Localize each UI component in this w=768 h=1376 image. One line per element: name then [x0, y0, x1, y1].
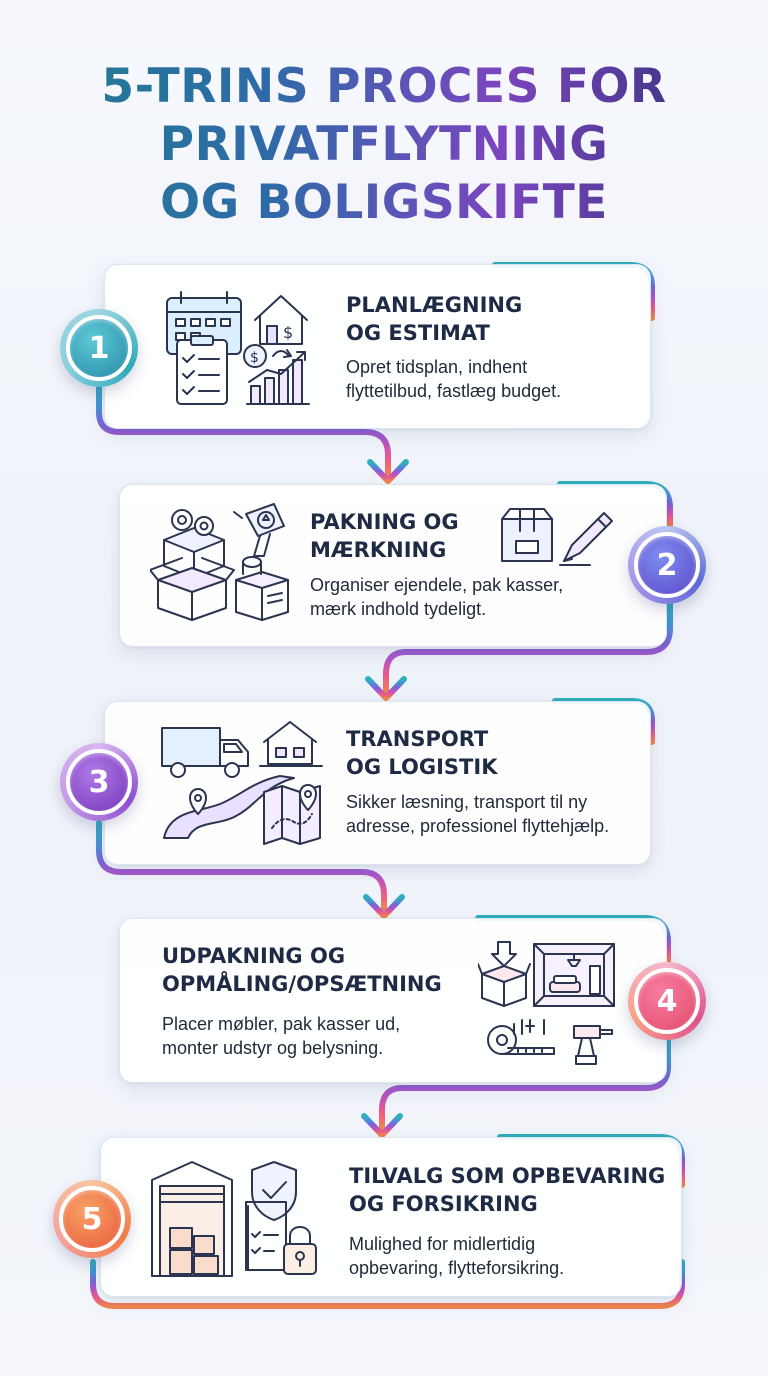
step-2-title-line-2: MÆRKNING: [310, 538, 447, 562]
furnished-room-icon: [533, 943, 615, 1007]
step-3-description: Sikker læsning, transport til ny adresse…: [346, 790, 609, 838]
step-3-desc-line-1: Sikker læsning, transport til ny: [346, 792, 588, 812]
arrow-1-2: [367, 459, 409, 484]
step-3-icons: [161, 721, 323, 845]
truck-icon: [161, 727, 249, 778]
step-2-title-line-1: PAKNING OG: [310, 510, 459, 534]
step-2-title: PAKNING OG MÆRKNING: [310, 508, 459, 564]
card5-bottom: [90, 1259, 685, 1309]
step-4-title: UDPAKNING OG OPMÅLING/OPSÆTNING: [162, 942, 442, 998]
drill-icon: [573, 1025, 613, 1065]
unpack-box-icon: [478, 941, 531, 1007]
checklist-icon: [176, 335, 228, 405]
arrow-2-3: [365, 676, 407, 701]
step-1-description: Opret tidsplan, indhent flyttetilbud, fa…: [346, 355, 561, 403]
step-3-title-line-2: OG LOGISTIK: [346, 755, 498, 779]
step-2-icons-right: [501, 508, 613, 566]
svg-text:$: $: [250, 350, 259, 366]
padlock-icon: [283, 1226, 317, 1275]
step-5-title: TILVALG SOM OPBEVARING OG FORSIKRING: [349, 1162, 665, 1218]
step-5-badge: 5: [53, 1180, 131, 1258]
tape-measure-icon: [487, 1019, 555, 1055]
connector-4-5: [379, 1037, 671, 1131]
step-4-title-line-1: UDPAKNING OG: [162, 944, 346, 968]
labeled-box-icon: [501, 508, 553, 562]
arrow-3-4: [363, 894, 405, 919]
step-4-icons: [478, 941, 615, 1065]
step-4-desc-line-2: monter udstyr og belysning.: [162, 1038, 384, 1058]
road-pin-icon: [163, 775, 295, 839]
step-2-number: 2: [634, 532, 700, 598]
step-4-description: Placer møbler, pak kasser ud, monter uds…: [162, 1012, 400, 1060]
svg-text:$: $: [283, 323, 293, 342]
step-3-number: 3: [66, 749, 132, 815]
step-1-number: 1: [66, 315, 132, 381]
connector-2-3: [383, 601, 673, 696]
growth-chart-icon: [246, 351, 310, 405]
step-2-badge: 2: [628, 526, 706, 604]
step-1-desc-line-2: flyttetilbud, fastlæg budget.: [346, 381, 562, 401]
marker-pen-icon: [559, 512, 613, 566]
stacked-boxes-icon: [150, 509, 235, 621]
step-5-icons: [151, 1161, 317, 1277]
step-3-title-line-1: TRANSPORT: [346, 727, 489, 751]
step-2-desc-line-1: Organiser ejendele, pak kasser,: [310, 575, 564, 595]
step-3-badge: 3: [60, 743, 138, 821]
step-3-desc-line-2: adresse, professionel flyttehjælp.: [346, 816, 610, 836]
tape-gun-icon: [233, 503, 285, 557]
step-1-title-line-1: PLANLÆGNING: [346, 293, 523, 317]
step-4-badge: 4: [628, 962, 706, 1040]
step-5-desc-line-1: Mulighed for midlertidig: [349, 1234, 536, 1254]
step-2-desc-line-2: mærk indhold tydeligt.: [310, 599, 487, 619]
step-3-title: TRANSPORT OG LOGISTIK: [346, 725, 497, 781]
coins-icon: $: [243, 344, 292, 368]
step-4-title-line-2: OPMÅLING/OPSÆTNING: [162, 972, 442, 996]
connector-3-4: [96, 820, 387, 913]
step-5-description: Mulighed for midlertidig opbevaring, fly…: [349, 1232, 564, 1280]
labeled-box-icon: [235, 556, 289, 621]
house-dollar-icon: $: [254, 295, 308, 345]
step-1-title: PLANLÆGNING OG ESTIMAT: [346, 291, 522, 347]
step-1-icons: $ $: [166, 291, 310, 405]
step-1-desc-line-1: Opret tidsplan, indhent: [346, 357, 528, 377]
shield-check-icon: [245, 1161, 297, 1271]
house-icon: [259, 721, 323, 767]
storage-unit-icon: [151, 1161, 233, 1277]
step-5-desc-line-2: opbevaring, flytteforsikring.: [349, 1258, 565, 1278]
map-icon: [263, 784, 321, 845]
step-1-title-line-2: OG ESTIMAT: [346, 321, 490, 345]
arrow-4-5: [361, 1113, 403, 1138]
step-5-title-line-1: TILVALG SOM OPBEVARING: [349, 1164, 666, 1188]
connector-1-2: [96, 382, 391, 479]
step-5-number: 5: [59, 1186, 125, 1252]
step-4-number: 4: [634, 968, 700, 1034]
step-2-icons-left: [150, 503, 289, 621]
step-5-title-line-2: OG FORSIKRING: [349, 1192, 538, 1216]
step-4-desc-line-1: Placer møbler, pak kasser ud,: [162, 1014, 401, 1034]
step-1-badge: 1: [60, 309, 138, 387]
step-2-description: Organiser ejendele, pak kasser, mærk ind…: [310, 573, 563, 621]
